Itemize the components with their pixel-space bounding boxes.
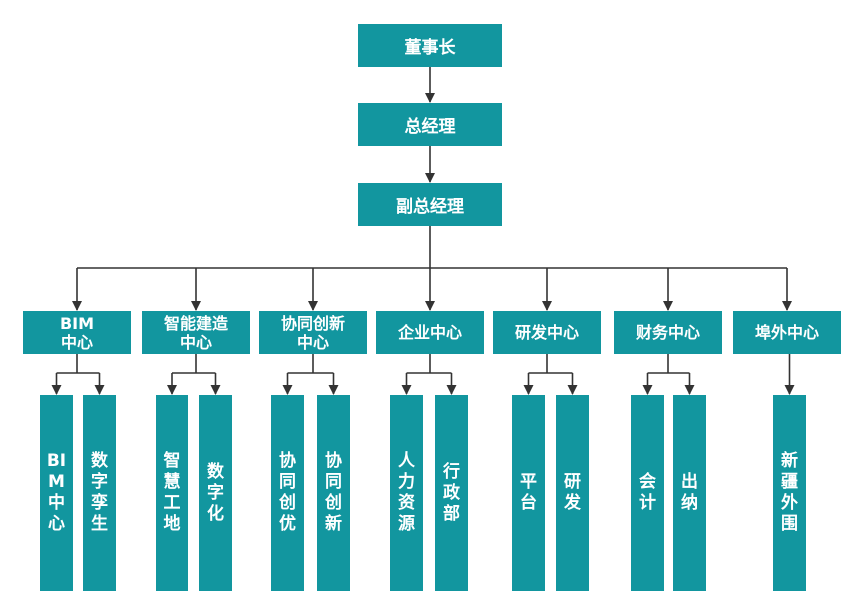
sub-unit-box: 协同创优 — [271, 395, 304, 591]
sub-unit-label: BIM中心 — [46, 451, 67, 534]
sub-unit-label: 人力资源 — [398, 451, 415, 534]
deputy-general-manager-box: 副总经理 — [358, 183, 502, 226]
dept-box-3: 协同创新 中心 — [259, 311, 367, 354]
dept-label: 研发中心 — [514, 323, 579, 342]
sub-unit-box: 协同创新 — [317, 395, 350, 591]
sub-unit-label: 行政部 — [443, 461, 460, 524]
sub-unit-box: 智慧工地 — [156, 395, 188, 591]
deputy-general-manager-label: 副总经理 — [396, 197, 464, 217]
sub-unit-box: BIM中心 — [40, 395, 73, 591]
sub-unit-box: 数字孪生 — [83, 395, 116, 591]
sub-unit-box: 会计 — [631, 395, 664, 591]
dept-label: 埠外中心 — [754, 323, 819, 342]
sub-unit-label: 协同创优 — [279, 451, 296, 534]
dept-box-5: 研发中心 — [493, 311, 601, 354]
dept-label: BIM 中心 — [59, 313, 95, 352]
chairman-label: 董事长 — [404, 38, 456, 58]
sub-unit-label: 新疆外围 — [781, 451, 798, 534]
dept-label: 企业中心 — [397, 323, 462, 342]
dept-label: 智能建造 中心 — [163, 313, 228, 352]
sub-unit-box: 新疆外围 — [773, 395, 806, 591]
dept-label: 协同创新 中心 — [280, 313, 345, 352]
dept-label: 财务中心 — [635, 323, 700, 342]
sub-unit-box: 人力资源 — [390, 395, 423, 591]
sub-unit-label: 出纳 — [681, 472, 698, 513]
sub-unit-box: 数字化 — [199, 395, 232, 591]
dept-box-4: 企业中心 — [376, 311, 484, 354]
dept-box-2: 智能建造 中心 — [142, 311, 250, 354]
sub-unit-label: 协同创新 — [325, 451, 342, 534]
dept-box-1: BIM 中心 — [23, 311, 131, 354]
sub-unit-label: 数字化 — [207, 461, 224, 524]
sub-unit-box: 研发 — [556, 395, 589, 591]
general-manager-label: 总经理 — [404, 117, 456, 137]
sub-unit-box: 出纳 — [673, 395, 706, 591]
sub-unit-label: 平台 — [520, 472, 537, 513]
sub-unit-label: 会计 — [639, 472, 656, 513]
sub-unit-label: 研发 — [564, 472, 581, 513]
general-manager-box: 总经理 — [358, 103, 502, 146]
sub-unit-label: 数字孪生 — [91, 451, 108, 534]
chairman-box: 董事长 — [358, 24, 502, 67]
sub-unit-label: 智慧工地 — [163, 451, 181, 534]
sub-unit-box: 平台 — [512, 395, 545, 591]
dept-box-6: 财务中心 — [614, 311, 722, 354]
dept-box-7: 埠外中心 — [733, 311, 841, 354]
sub-unit-box: 行政部 — [435, 395, 468, 591]
